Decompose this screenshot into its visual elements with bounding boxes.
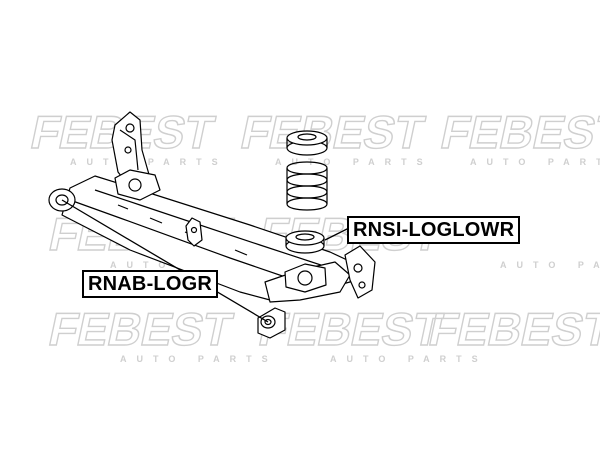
- leader-line-rnsi: [324, 227, 350, 241]
- left-bolt-hole: [125, 123, 135, 133]
- rear-axle-beam: [48, 111, 376, 339]
- svg-text:FEBEST: FEBEST: [425, 303, 600, 354]
- left-pad-boss: [128, 178, 142, 192]
- watermark-logo: FEBEST AUTO PARTS: [236, 106, 433, 167]
- svg-text:FEBEST: FEBEST: [45, 303, 237, 354]
- right-bolt-hole: [353, 263, 363, 273]
- watermark-logo: FEBEST AUTO PARTS: [254, 303, 488, 364]
- watermark-logo: FEBEST: [424, 303, 600, 356]
- svg-text:FEBEST: FEBEST: [236, 106, 428, 157]
- right-bolt-hole: [358, 281, 366, 289]
- center-bolt: [190, 226, 198, 234]
- svg-text:FEBEST: FEBEST: [436, 106, 600, 157]
- svg-text:AUTO PARTS: AUTO PARTS: [500, 260, 600, 270]
- svg-text:AUTO PARTS: AUTO PARTS: [275, 157, 433, 167]
- leader-line-rnab: [61, 199, 269, 323]
- svg-text:AUTO PARTS: AUTO PARTS: [120, 354, 278, 364]
- watermark-logo: FEBEST AUTO PARTS: [436, 106, 600, 167]
- upper-spring-seat: [286, 130, 328, 156]
- watermark-logo: FEBEST AUTO PARTS: [44, 303, 278, 364]
- svg-text:AUTO PARTS: AUTO PARTS: [470, 157, 600, 167]
- coil-spring: [286, 161, 328, 211]
- leader-lines: [61, 199, 350, 323]
- svg-text:FEBEST: FEBEST: [255, 303, 447, 354]
- beam-edge: [69, 199, 301, 283]
- left-bolt-hole: [124, 146, 132, 154]
- svg-text:AUTO PARTS: AUTO PARTS: [330, 354, 488, 364]
- spring-assembly: [285, 130, 328, 254]
- part-label-rnsi-loglowr: RNSI-LOGLOWR: [347, 216, 521, 244]
- right-pad-boss: [297, 270, 313, 286]
- svg-text:AUTO PARTS: AUTO PARTS: [70, 157, 228, 167]
- part-label-rnab-logr: RNAB-LOGR: [82, 270, 219, 298]
- lower-spring-seat: [285, 230, 325, 254]
- left-bracket-edge: [119, 129, 139, 171]
